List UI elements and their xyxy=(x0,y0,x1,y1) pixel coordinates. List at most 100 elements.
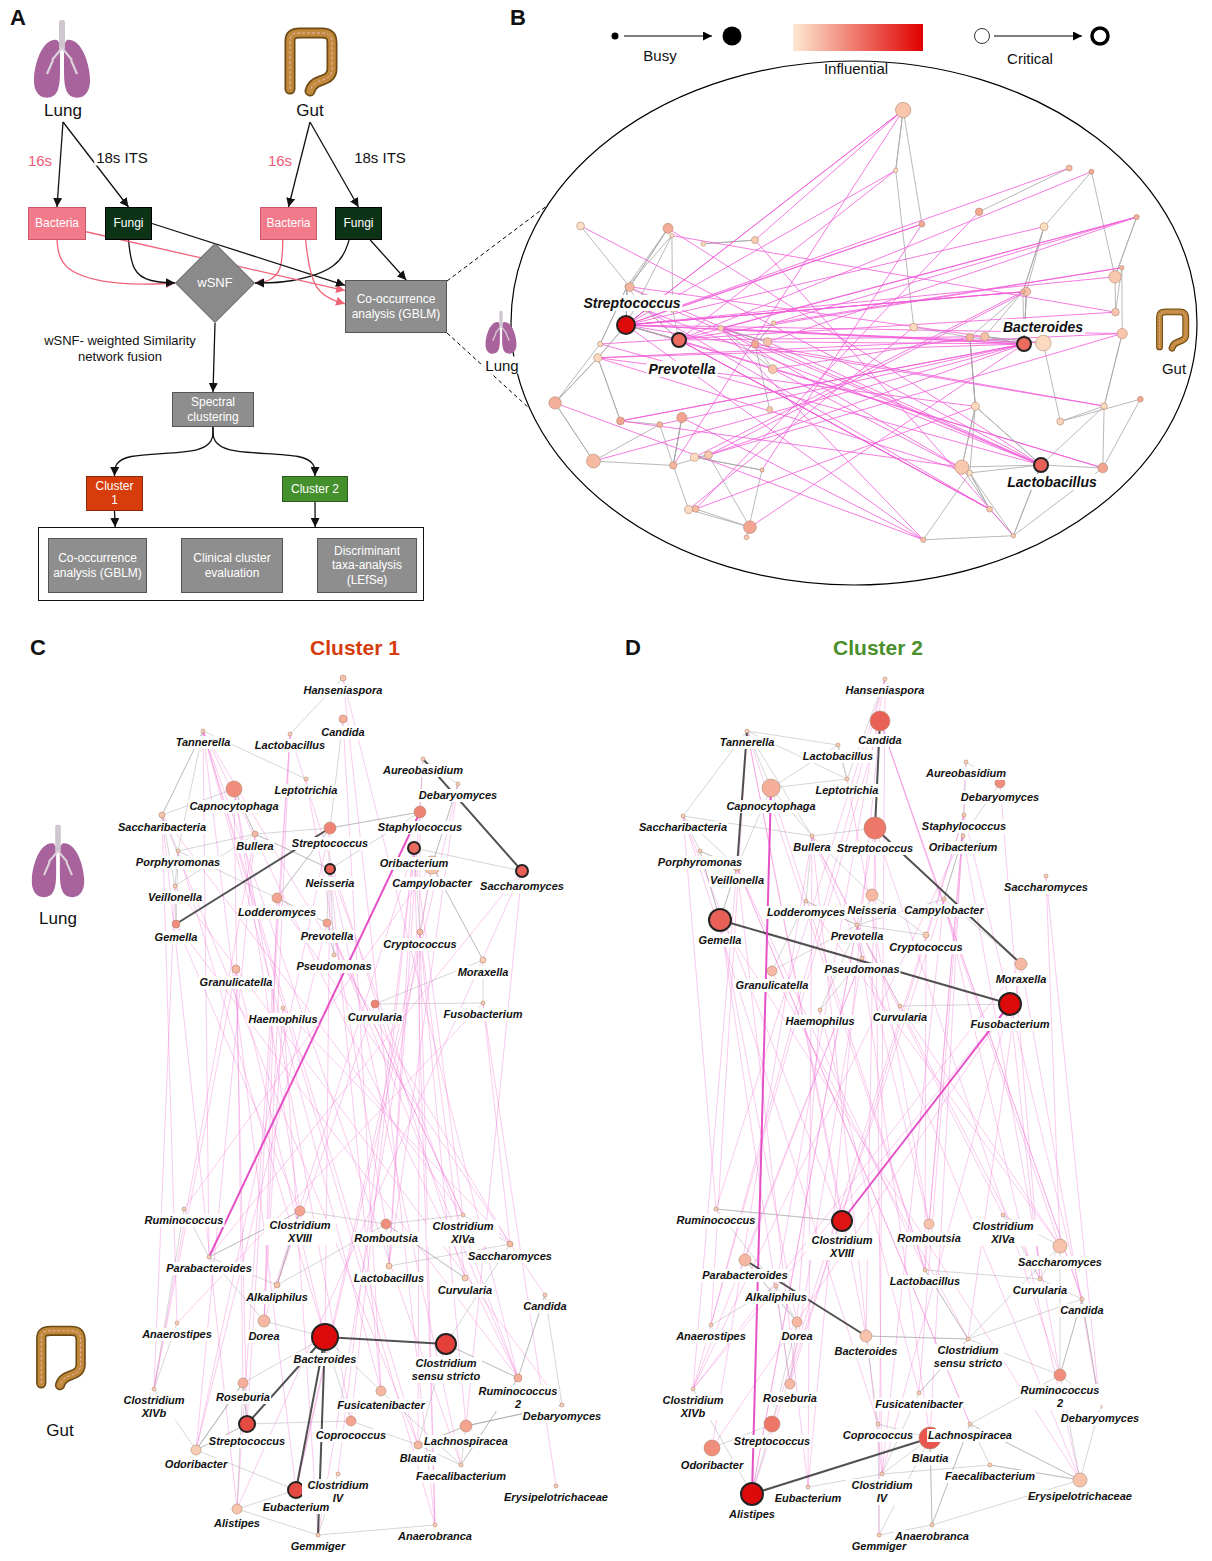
network-link xyxy=(630,228,668,287)
network-graph xyxy=(152,102,1143,1537)
network-node xyxy=(152,1387,156,1391)
taxon-label: Fusobacterium xyxy=(443,1008,524,1021)
network-node xyxy=(832,1211,852,1231)
taxon-label: Gemmiger xyxy=(290,1540,346,1553)
taxon-label: Coprococcus xyxy=(315,1429,387,1442)
network-link xyxy=(646,310,1041,465)
taxon-label: Saccharomyces xyxy=(467,1250,553,1263)
network-link xyxy=(234,789,243,1383)
taxon-label: Clostridium XIVa xyxy=(427,1220,499,1246)
network-node xyxy=(919,221,925,227)
network-node xyxy=(1089,169,1094,174)
network-link xyxy=(593,461,673,465)
network-link xyxy=(903,110,922,224)
taxon-label: Roseburia xyxy=(762,1392,818,1405)
network-node xyxy=(625,283,634,292)
network-node xyxy=(923,932,929,938)
taxon-label: Dorea xyxy=(247,1330,280,1343)
flow-arrow xyxy=(306,240,345,304)
process-box: Clinical cluster evaluation xyxy=(181,538,283,593)
process-box: Discriminant taxa-analysis (LEfSe) xyxy=(317,538,417,593)
taxon-label: Roseburia xyxy=(215,1391,271,1404)
network-node xyxy=(1112,308,1120,316)
legend-gradient xyxy=(793,24,923,51)
taxon-label: Bacteroides xyxy=(293,1353,358,1366)
network-node xyxy=(988,1463,992,1467)
network-link xyxy=(970,337,975,406)
network-link xyxy=(857,925,930,1438)
network-node xyxy=(408,842,420,854)
taxon-label: Streptococcus xyxy=(581,295,682,311)
taxon-label: Saccharibacteria xyxy=(117,821,207,834)
organ-label: Lung xyxy=(483,357,520,374)
network-link xyxy=(866,1336,968,1339)
taxon-label: Blautia xyxy=(911,1452,950,1465)
organ-label: Lung xyxy=(39,909,77,928)
network-node xyxy=(617,417,625,425)
network-link xyxy=(420,932,466,1426)
network-node xyxy=(480,957,486,963)
taxon-label: Porphyromonas xyxy=(657,856,743,869)
network-link xyxy=(768,217,1137,342)
network-node xyxy=(893,168,898,173)
network-node xyxy=(481,1001,485,1005)
network-link xyxy=(555,358,598,403)
taxon-label: Porphyromonas xyxy=(135,856,221,869)
network-node xyxy=(921,537,926,542)
taxon-label: Staphylococcus xyxy=(921,820,1007,833)
process-box: Spectral clustering xyxy=(172,392,254,427)
network-node xyxy=(864,817,886,839)
taxon-label: Alkaliphilus xyxy=(744,1291,808,1304)
note-text: wSNF- weighted Similarity network fusion xyxy=(34,333,206,365)
network-node xyxy=(1066,165,1072,171)
taxon-label: Streptococcus xyxy=(733,1435,811,1448)
flow-arrow xyxy=(370,240,406,280)
taxon-label: Aureobasidium xyxy=(925,767,1007,780)
edge-label: 18s ITS xyxy=(352,149,408,166)
network-link xyxy=(679,170,896,340)
network-link xyxy=(768,342,1041,465)
network-node xyxy=(895,102,910,117)
network-link xyxy=(1104,334,1122,407)
network-node xyxy=(295,1206,305,1216)
taxon-label: Lachnospiracea xyxy=(927,1429,1013,1442)
taxon-label: Candida xyxy=(522,1300,567,1313)
taxon-label: Saccharomyces xyxy=(1017,1256,1103,1269)
network-node xyxy=(1057,418,1064,425)
node-text: Gut xyxy=(296,101,323,121)
network-node xyxy=(987,506,993,512)
taxon-label: Campylobacter xyxy=(391,877,472,890)
network-node xyxy=(324,822,336,834)
taxon-label: Erysipelotrichaceae xyxy=(503,1491,609,1504)
taxon-label: Alistipes xyxy=(213,1517,261,1530)
network-node xyxy=(381,1219,391,1229)
network-node xyxy=(704,451,712,459)
taxon-label: Leptotrichia xyxy=(274,784,339,797)
legend-arrow xyxy=(624,35,712,36)
network-link xyxy=(970,406,976,473)
network-node xyxy=(1138,396,1144,402)
network-node xyxy=(924,1219,934,1229)
network-link xyxy=(694,457,761,470)
network-node xyxy=(771,321,776,326)
network-node xyxy=(760,468,764,472)
network-node xyxy=(877,1533,881,1537)
taxon-label: Aureobasidium xyxy=(382,764,464,777)
network-link xyxy=(418,812,420,1445)
network-node xyxy=(961,834,965,838)
network-node xyxy=(304,777,308,781)
network-node xyxy=(560,1403,564,1407)
network-link xyxy=(236,969,325,1337)
network-node xyxy=(323,919,331,927)
node-text: Discriminant taxa-analysis (LEfSe) xyxy=(322,544,412,587)
network-node xyxy=(173,884,177,888)
network-node xyxy=(1053,1239,1067,1253)
network-node xyxy=(966,334,974,342)
network-node xyxy=(191,1445,201,1455)
taxon-label: Debaryomyces xyxy=(1060,1412,1140,1425)
network-node xyxy=(598,341,603,346)
network-node xyxy=(1015,958,1027,970)
network-link xyxy=(1103,399,1141,468)
network-node xyxy=(1011,534,1015,538)
taxon-label: Dorea xyxy=(780,1330,813,1343)
